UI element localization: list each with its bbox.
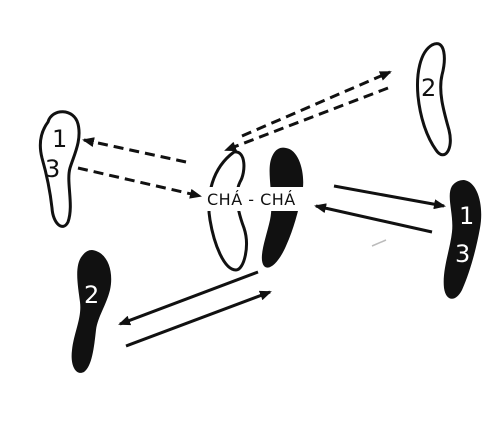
foot-digit-3: 3 <box>455 240 470 268</box>
solid-arrow-to-center-from-right <box>314 203 433 234</box>
foot-digit-1: 1 <box>459 202 474 230</box>
dashed-arrow-to-top-right-foot <box>241 70 392 138</box>
top-right-open-footprint: 2 <box>416 42 452 157</box>
center-label: CHÁ - CHÁ <box>207 190 296 209</box>
solid-arrow-to-center-from-left-filled <box>125 290 272 348</box>
left-open-footprint: 1 3 <box>38 110 81 228</box>
foot-digit-3: 3 <box>45 155 60 183</box>
dashed-arrow-to-center-from-top-right <box>224 86 389 152</box>
right-filled-footprint: 1 3 <box>443 180 482 299</box>
center-label-backdrop <box>205 187 307 211</box>
foot-digit-1: 1 <box>52 125 67 153</box>
left-filled-footprint: 2 <box>71 250 112 373</box>
dashed-arrow-to-left-foot-upper <box>82 137 187 164</box>
open-foot-shape <box>38 110 81 228</box>
filled-foot-shape <box>71 250 112 373</box>
solid-arrow-to-left-filled-foot <box>118 270 259 326</box>
scratch-mark <box>371 239 387 247</box>
solid-arrow-to-right-foot <box>333 184 446 210</box>
open-foot-shape <box>416 42 452 157</box>
filled-foot-shape <box>443 180 482 299</box>
center-label-group: CHÁ - CHÁ <box>205 187 307 211</box>
foot-digit-2: 2 <box>421 74 436 102</box>
dashed-arrow-to-center-lower <box>77 166 202 199</box>
foot-digit-2: 2 <box>84 281 99 309</box>
